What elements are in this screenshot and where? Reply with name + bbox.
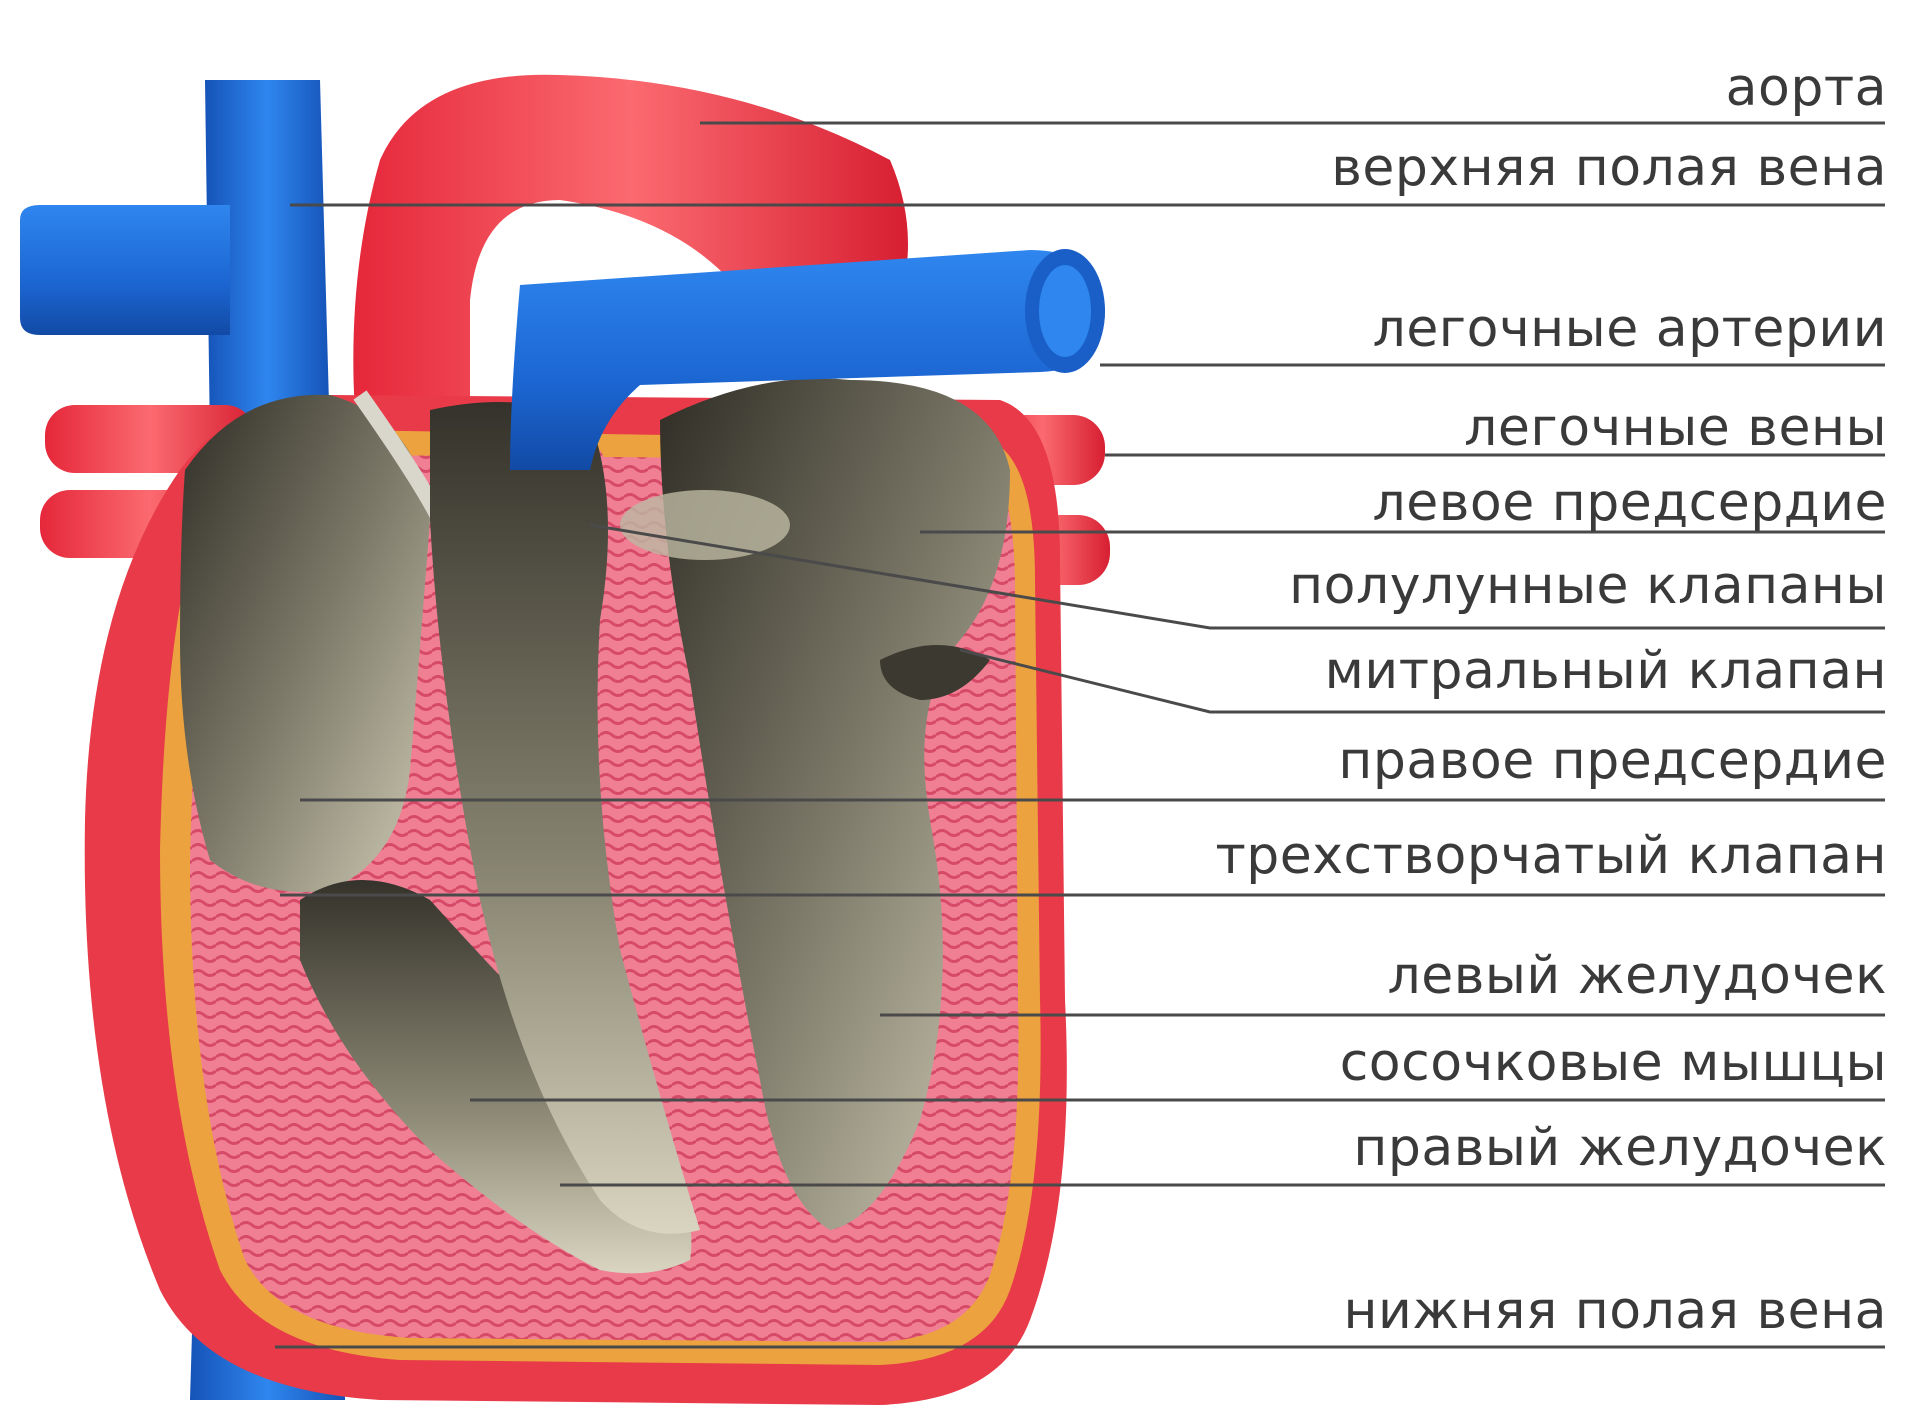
label-semilunar-valves: полулунные клапаны: [1289, 560, 1887, 612]
label-pulmonary-arteries: легочные артерии: [1373, 303, 1887, 355]
label-superior-vena-cava: верхняя полая вена: [1331, 142, 1887, 194]
semilunar-valve: [620, 490, 790, 560]
label-left-atrium: левое предсердие: [1373, 477, 1888, 529]
pulmonary-artery-lumen: [1039, 265, 1091, 357]
label-aorta: аорта: [1726, 62, 1887, 114]
label-mitral-valve: митральный клапан: [1325, 645, 1887, 697]
label-papillary-muscles: сосочковые мышцы: [1340, 1037, 1887, 1089]
label-left-ventricle: левый желудочек: [1388, 950, 1888, 1002]
label-pulmonary-veins: легочные вены: [1464, 402, 1887, 454]
right-atrium-chamber: [180, 395, 430, 892]
brachiocephalic-vein: [20, 205, 230, 335]
label-right-atrium: правое предсердие: [1338, 735, 1887, 787]
label-tricuspid-valve: трехстворчатый клапан: [1215, 830, 1887, 882]
label-right-ventricle: правый желудочек: [1353, 1122, 1887, 1174]
label-inferior-vena-cava: нижняя полая вена: [1344, 1285, 1887, 1337]
